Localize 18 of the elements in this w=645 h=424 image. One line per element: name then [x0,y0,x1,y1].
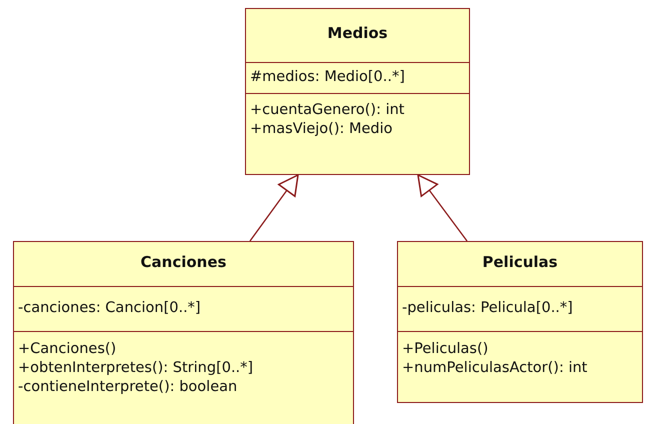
class-box [245,8,470,175]
operation-text: +obtenInterpretes(): String[0..*] [18,359,254,378]
operation-text: +Peliculas() [402,340,488,359]
operation-text: +masViejo(): Medio [250,120,393,139]
class-name: Peliculas [482,253,558,272]
attribute-text: -canciones: Cancion[0..*] [18,299,201,318]
class-name: Canciones [140,253,226,272]
attribute-text: -peliculas: Pelicula[0..*] [402,299,573,318]
generalization-arrow [417,174,468,242]
class-box [397,241,643,403]
class-name: Medios [327,24,388,43]
operation-text: +numPeliculasActor(): int [402,359,588,378]
operation-text: -contieneInterprete(): boolean [18,378,238,397]
class-box [13,241,354,424]
attribute-text: #medios: Medio[0..*] [250,68,405,87]
generalization-arrow [249,174,299,242]
operation-text: +Canciones() [18,340,116,359]
operation-text: +cuentaGenero(): int [250,101,404,120]
